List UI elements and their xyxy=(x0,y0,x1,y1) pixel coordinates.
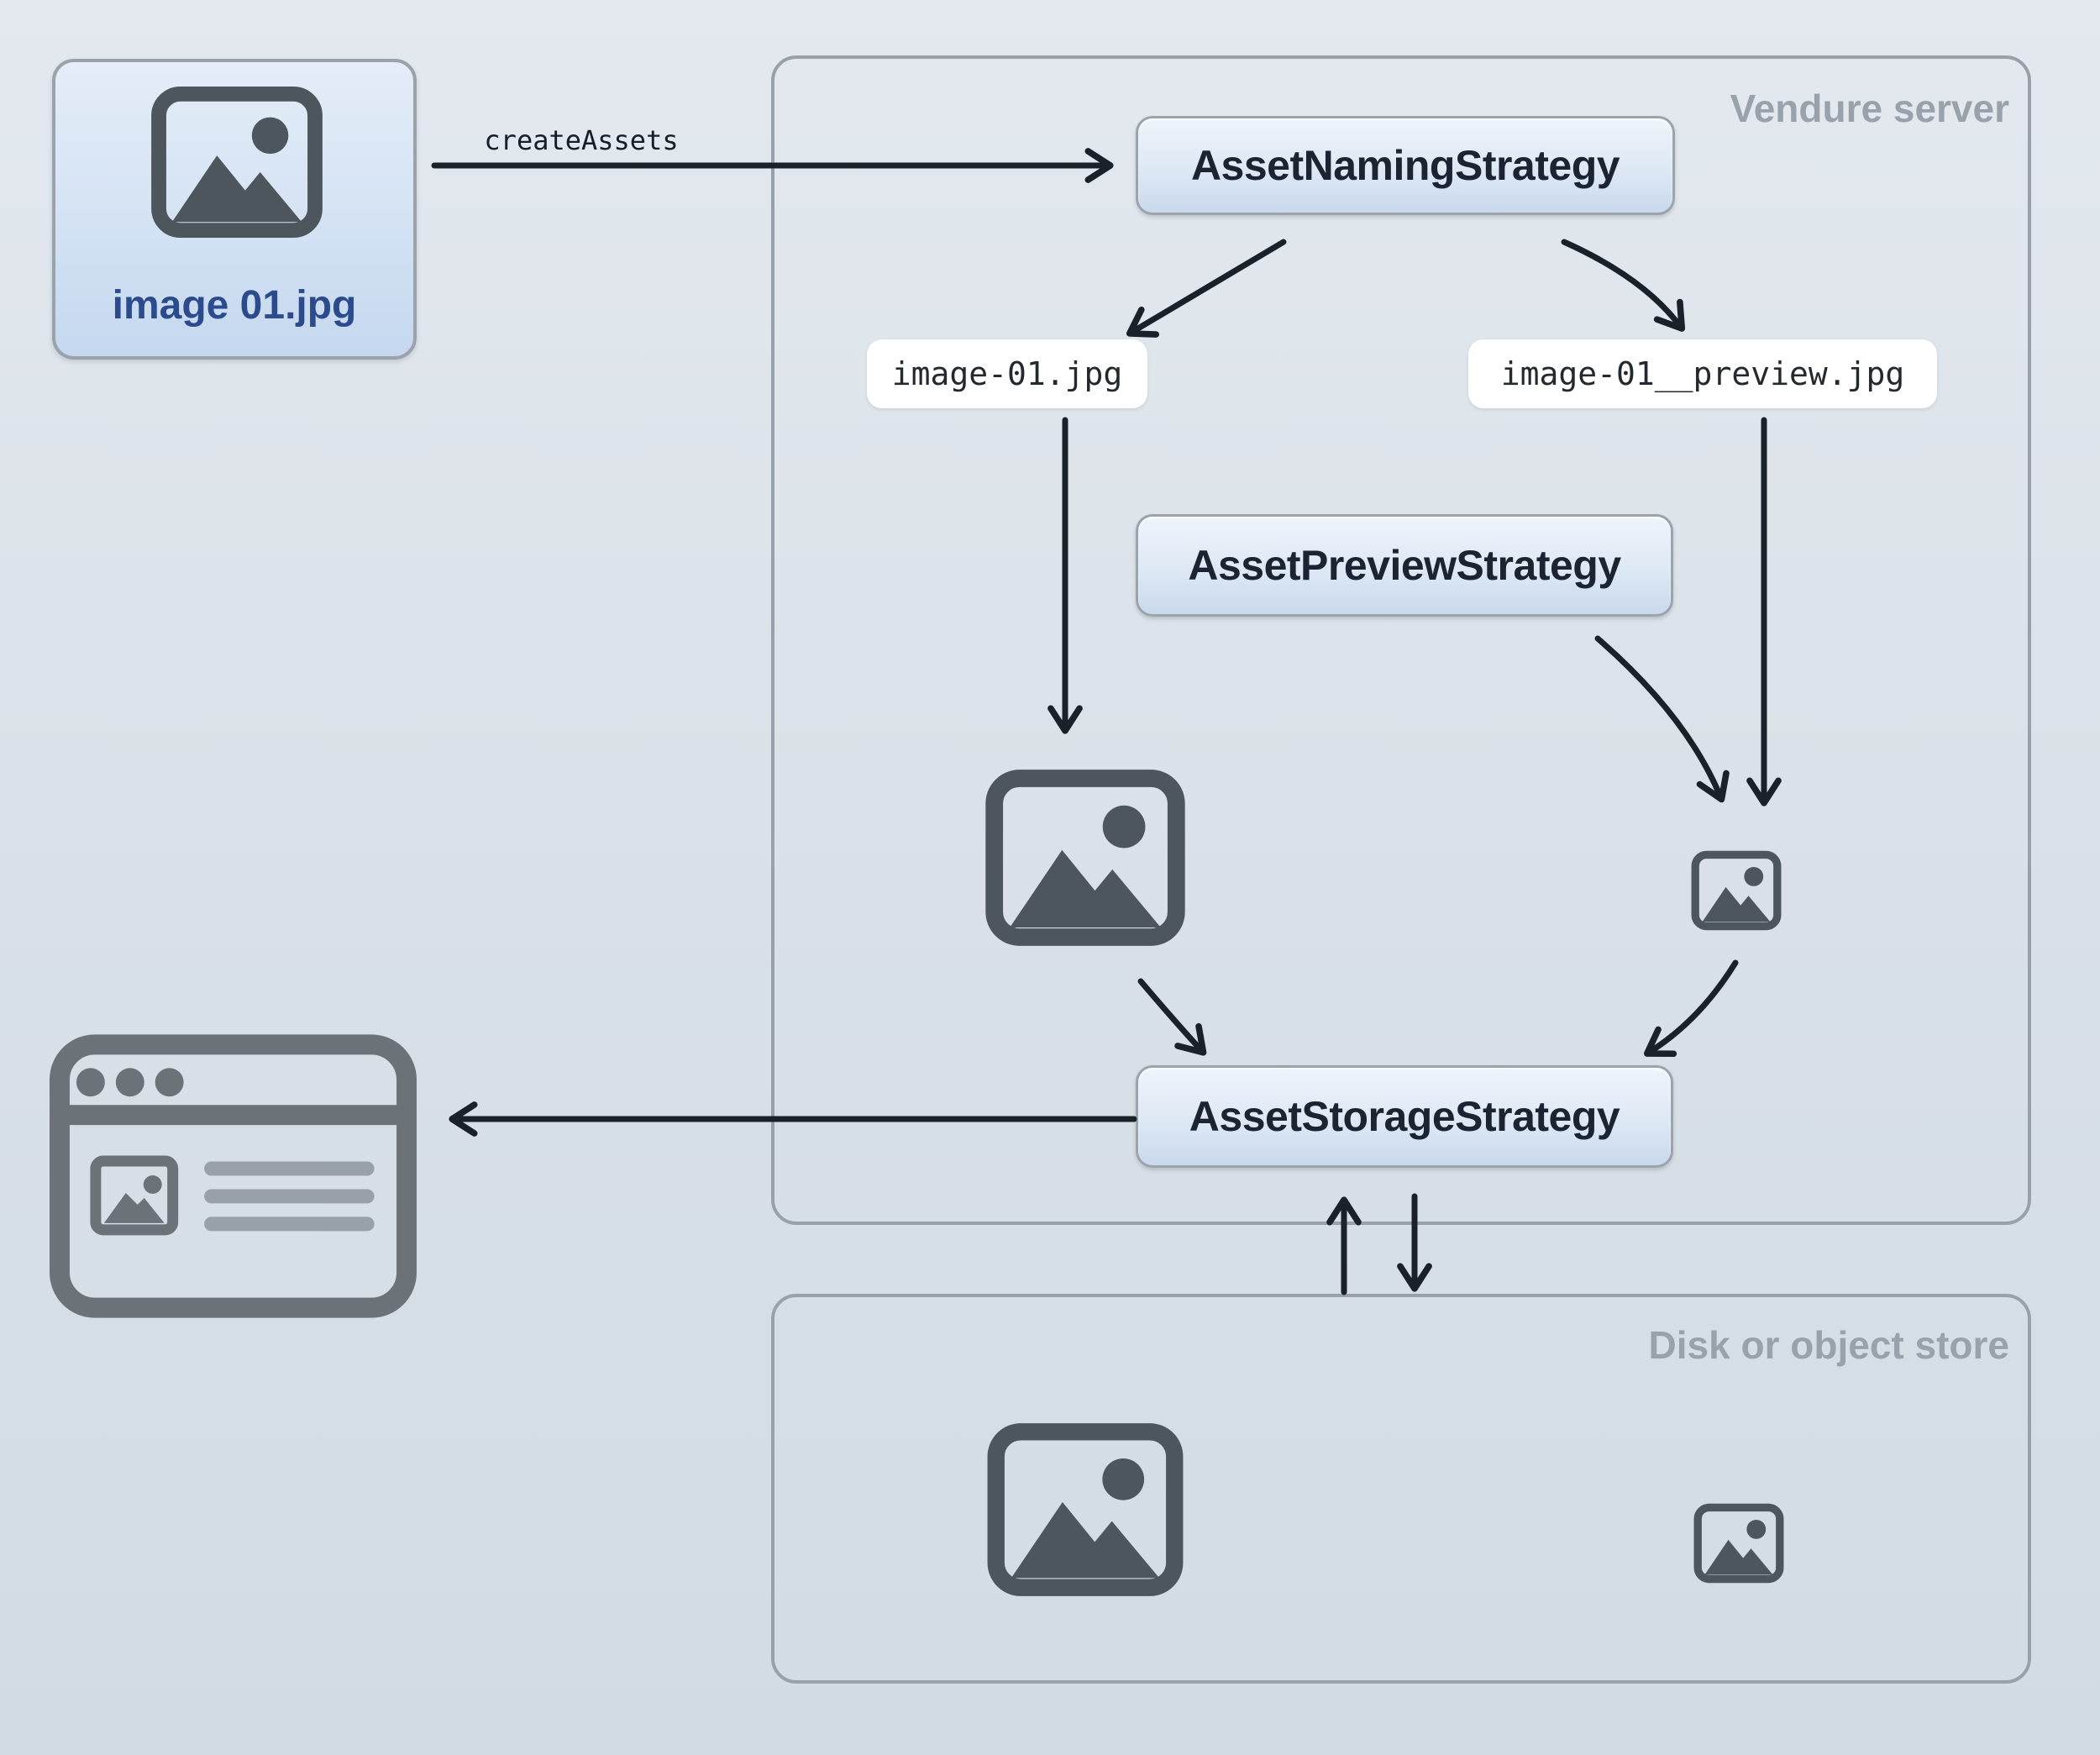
file-preview-pill: image-01__preview.jpg xyxy=(1468,339,1937,408)
file-original-pill: image-01.jpg xyxy=(867,339,1147,408)
vendure-original-image-icon xyxy=(984,769,1186,947)
source-image-icon xyxy=(149,86,325,239)
create-assets-edge-label: createAssets xyxy=(484,124,679,156)
asset-naming-strategy-node: AssetNamingStrategy xyxy=(1136,116,1675,215)
disk-store-label: Disk or object store xyxy=(1648,1323,2009,1367)
file-preview-label: image-01__preview.jpg xyxy=(1500,355,1905,392)
browser-window-icon xyxy=(49,1033,417,1319)
source-image-box: image 01.jpg xyxy=(52,59,417,360)
asset-storage-strategy-label: AssetStorageStrategy xyxy=(1189,1093,1620,1140)
file-original-label: image-01.jpg xyxy=(891,355,1123,392)
source-image-caption: image 01.jpg xyxy=(112,283,357,328)
stored-original-image-icon xyxy=(984,1422,1186,1597)
vendure-server-label: Vendure server xyxy=(1730,87,2009,130)
vendure-server-container: Vendure server xyxy=(771,55,2031,1225)
vendure-preview-image-icon xyxy=(1691,850,1782,931)
disk-store-container: Disk or object store xyxy=(771,1294,2031,1684)
asset-preview-strategy-label: AssetPreviewStrategy xyxy=(1188,542,1621,589)
stored-preview-image-icon xyxy=(1693,1503,1784,1584)
asset-preview-strategy-node: AssetPreviewStrategy xyxy=(1136,514,1673,617)
asset-naming-strategy-label: AssetNamingStrategy xyxy=(1190,142,1620,189)
asset-storage-strategy-node: AssetStorageStrategy xyxy=(1136,1065,1673,1168)
